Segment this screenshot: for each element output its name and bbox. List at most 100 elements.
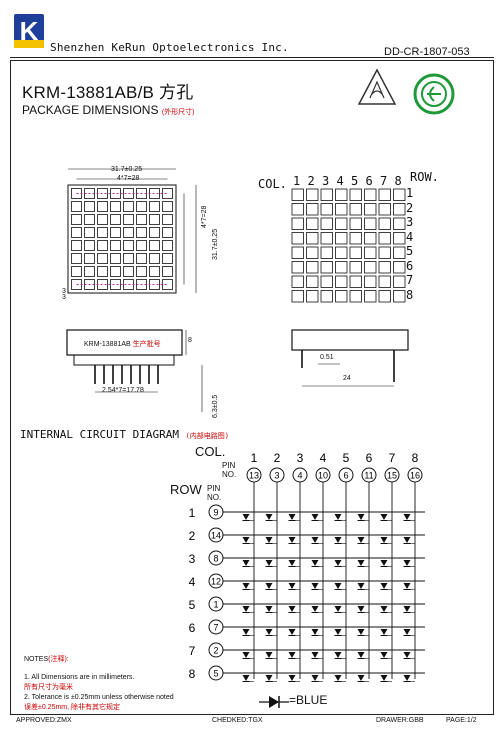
pinout-col-number: 6 [365,174,373,188]
pinout-cell [306,217,319,230]
package-dimensions-label: PACKAGE DIMENSIONS [22,103,159,117]
circuit-row-number: 1 [189,506,196,520]
circuit-row-number: 2 [189,529,196,543]
circuit-col-pin: 10 [318,471,328,481]
circuit-col-pin: 13 [249,471,259,481]
part-label-text: KRM-13881AB 生产批号 [84,339,161,349]
led-diode [288,606,296,612]
led-diode [265,629,273,635]
led-diode [311,537,319,543]
notes-heading-cn: (注释): [48,656,69,663]
led-diode [311,675,319,681]
top-view-cell [110,240,121,251]
top-view-cell [71,201,82,212]
led-diode [288,514,296,520]
top-view-cell [71,227,82,238]
led-diode [380,675,388,681]
end-view-body [291,329,409,351]
led-diode [380,560,388,566]
led-diode [357,560,365,566]
circuit-row-pin: 5 [213,669,218,679]
pinout-row-label: ROW. [410,170,439,184]
pinout-row-number: 1 [406,186,414,200]
circuit-row-pin: 1 [213,600,218,610]
pinout-cell [393,246,406,259]
circuit-col-number: 6 [366,451,373,465]
pinout-cell [306,261,319,274]
led-diode [311,514,319,520]
top-view-cell [149,201,160,212]
led-diode [357,537,365,543]
led-diode [380,583,388,589]
led-diode [357,652,365,658]
top-width-dim: 31.7±0.25 [111,166,143,173]
pinout-cell [364,290,377,303]
led-diode [403,606,411,612]
top-view-cell [71,214,82,225]
row-span-dim: 24 [343,375,351,382]
top-view-cell [162,227,173,238]
pinout-cell [335,188,348,201]
top-view-cell [84,253,95,264]
top-view-cell [110,253,121,264]
top-view-cell [84,201,95,212]
checked-by: CHEDKED:TGX [212,717,263,724]
led-diode [242,537,250,543]
pinout-cell [335,246,348,259]
led-diode [334,652,342,658]
circuit-col-label: COL. [195,444,226,459]
pinout-cell [320,232,333,245]
led-diode [288,629,296,635]
pinout-row-number: 3 [406,215,414,229]
circuit-col-pin: 4 [297,471,302,481]
circuit-row-number: 8 [189,667,196,681]
circuit-row-pin: 12 [211,577,221,587]
led-diode [380,514,388,520]
pinout-cell [378,217,391,230]
footer-divider [10,714,494,715]
circuit-col-pin: 6 [343,471,348,481]
pinout-cell [335,261,348,274]
package-dimensions-cn: (外形尺寸) [161,109,195,116]
pinout-cell [393,232,406,245]
circuit-col-number: 7 [389,451,396,465]
legend-text: =BLUE [289,693,328,707]
top-view-cell [149,214,160,225]
circuit-col-pin: 3 [274,471,279,481]
led-diode [357,606,365,612]
pinout-cell [393,290,406,303]
side-height-dim: 31.7±0.25 [212,228,219,260]
circuit-row-pin-label: PIN [207,484,221,493]
pinout-cell [349,232,362,245]
pinout-cell [349,275,362,288]
pinout-cell [364,261,377,274]
pinout-cell [378,188,391,201]
pinout-cell [320,188,333,201]
led-diode [265,606,273,612]
pinout-cell [393,261,406,274]
circuit-heading-label: INTERNAL CIRCUIT DIAGRAM [20,428,179,441]
pinout-row-number: 6 [406,258,414,273]
model-cn: 方孔 [159,83,194,102]
led-diode [334,514,342,520]
led-diode [380,537,388,543]
top-view-cell [162,214,173,225]
led-diode [334,606,342,612]
led-diode [265,560,273,566]
pinout-cell [364,275,377,288]
led-diode [265,652,273,658]
circuit-col-pin: 16 [410,471,420,481]
header-divider [10,57,494,58]
note-1: 1. All Dimensions are in millimeters. [24,674,135,681]
circuit-col-number: 8 [412,451,419,465]
top-view-cell [97,227,108,238]
top-view-cell [149,240,160,251]
end-view-drawing [291,329,409,387]
part-label-cn: 生产批号 [132,341,161,348]
pinout-col-number: 2 [307,174,315,188]
circuit-row-number: 7 [189,644,196,658]
led-diode [403,514,411,520]
pinout-cell [349,261,362,274]
led-diode [242,629,250,635]
